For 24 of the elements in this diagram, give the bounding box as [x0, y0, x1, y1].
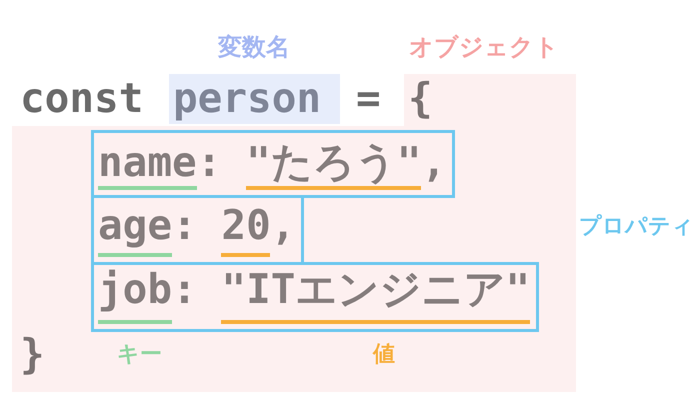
code-value: 20 — [221, 201, 271, 250]
code-brace: } — [20, 334, 45, 376]
variable-highlight: person — [169, 74, 340, 124]
property-box — [91, 130, 456, 198]
code-brace: { — [408, 78, 433, 120]
annotation-label: オブジェクト — [409, 34, 559, 59]
code-punctuation: : — [196, 138, 222, 186]
code-punctuation: , — [421, 138, 446, 186]
code-key: age — [98, 201, 172, 250]
code-operator: = — [356, 78, 381, 120]
code-key: name — [98, 138, 197, 186]
code-value: "たろう" — [246, 138, 422, 186]
annotation-label: キー — [117, 344, 162, 366]
code-punctuation: , — [270, 201, 296, 250]
annotation-label: 変数名 — [218, 34, 290, 59]
code-keyword: const — [20, 78, 144, 120]
code-key: job — [98, 265, 172, 314]
code-punctuation: : — [172, 265, 197, 314]
code-value: "ITエンジニア" — [221, 265, 530, 314]
property-box — [91, 195, 304, 265]
property-box — [91, 262, 540, 332]
code-punctuation: : — [172, 201, 197, 250]
annotation-label: 値 — [373, 344, 395, 366]
annotation-label: プロパティ — [579, 216, 694, 238]
